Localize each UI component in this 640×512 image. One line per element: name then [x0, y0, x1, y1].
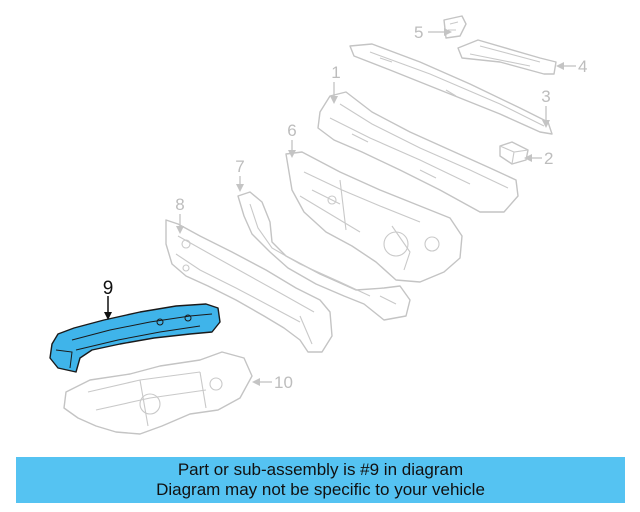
- part-6-dash-panel: [285, 151, 463, 283]
- caption-line-1: Part or sub-assembly is #9 in diagram: [177, 460, 464, 479]
- part-4-bracket: [457, 39, 557, 75]
- part-1-cowl-vent: [317, 91, 519, 213]
- callout-6: 6: [287, 121, 296, 140]
- part-7-reinforcement: [237, 191, 411, 321]
- callout-10: 10: [274, 373, 293, 392]
- part-5-bracket: [443, 15, 467, 39]
- part-8-cross-member: [165, 219, 333, 353]
- callout-leaders: [104, 28, 576, 386]
- part-2-block: [499, 141, 529, 165]
- callout-8: 8: [175, 195, 184, 214]
- callout-7: 7: [235, 157, 244, 176]
- caption-bar: Part or sub-assembly is #9 in diagram Di…: [16, 457, 625, 503]
- part-3-cowl-panel: [349, 43, 553, 135]
- callout-5: 5: [414, 23, 423, 42]
- caption-line-2: Diagram may not be specific to your vehi…: [156, 480, 485, 499]
- part-10-lower-assembly: [63, 351, 253, 435]
- callout-9: 9: [103, 278, 114, 299]
- part-9-highlighted: [49, 303, 221, 373]
- callout-2: 2: [544, 149, 553, 168]
- parts-diagram: 1 2 3 4 5 6 7 8 9 10: [49, 15, 587, 435]
- callout-3: 3: [541, 87, 550, 106]
- callout-4: 4: [578, 57, 587, 76]
- callout-1: 1: [331, 63, 340, 82]
